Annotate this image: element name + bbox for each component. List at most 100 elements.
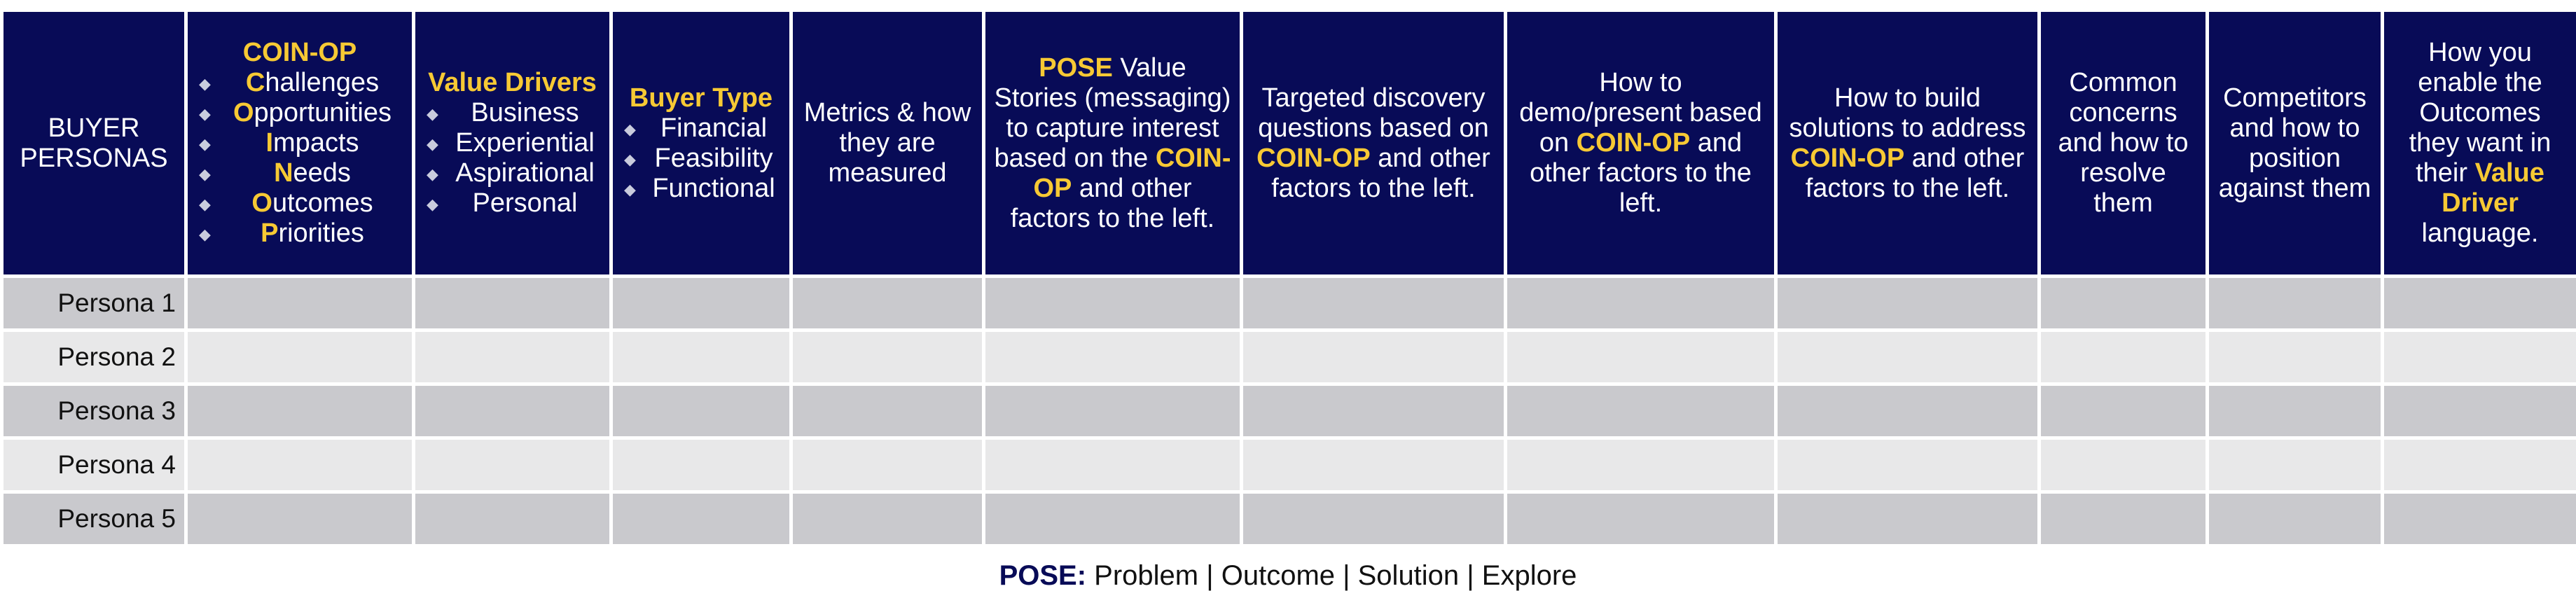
header-buyer-personas: BUYER PERSONAS [0, 8, 188, 278]
table-cell[interactable] [982, 274, 1243, 332]
table-cell[interactable] [2037, 436, 2209, 494]
table-cell[interactable] [609, 382, 793, 440]
table-cell[interactable] [1774, 490, 2041, 548]
header-competitors: Competitors and how to position against … [2205, 8, 2384, 278]
table-cell[interactable] [2205, 328, 2384, 386]
persona-label: Persona 5 [0, 490, 188, 548]
value-driver-item: Experiential [424, 128, 601, 159]
table-cell[interactable] [1504, 490, 1778, 548]
table-cell[interactable] [982, 436, 1243, 494]
table-cell[interactable] [2381, 274, 2576, 332]
buyer-persona-table: BUYER PERSONAS COIN-OP Challenges Opport… [0, 8, 2576, 548]
header-buyer-type: Buyer Type Financial Feasibility Functio… [609, 8, 793, 278]
table-cell[interactable] [1240, 436, 1507, 494]
table-cell[interactable] [789, 490, 985, 548]
table-row: Persona 5 [0, 490, 2576, 548]
table-cell[interactable] [412, 382, 613, 440]
table-cell[interactable] [1504, 274, 1778, 332]
header-demo-present: How to demo/present based on COIN-OP and… [1504, 8, 1778, 278]
header-discovery-questions: Targeted discovery questions based on CO… [1240, 8, 1507, 278]
table-cell[interactable] [609, 490, 793, 548]
table-cell[interactable] [2205, 382, 2384, 440]
value-driver-item: Personal [424, 188, 601, 219]
header-metrics: Metrics & how they are measured [789, 8, 985, 278]
table-cell[interactable] [2205, 490, 2384, 548]
table-row: Persona 1 [0, 274, 2576, 332]
table-cell[interactable] [412, 436, 613, 494]
coin-op-item: Priorities [196, 218, 403, 249]
persona-label: Persona 1 [0, 274, 188, 332]
table-cell[interactable] [1774, 436, 2041, 494]
persona-label: Persona 4 [0, 436, 188, 494]
table-cell[interactable] [982, 382, 1243, 440]
header-row: BUYER PERSONAS COIN-OP Challenges Opport… [0, 8, 2576, 278]
coin-op-item: Impacts [196, 128, 403, 159]
table-cell[interactable] [982, 328, 1243, 386]
table-cell[interactable] [184, 274, 415, 332]
buyer-type-item: Functional [621, 174, 781, 204]
table-cell[interactable] [184, 490, 415, 548]
table-cell[interactable] [609, 436, 793, 494]
table-cell[interactable] [2381, 436, 2576, 494]
table-cell[interactable] [789, 382, 985, 440]
value-driver-item: Business [424, 98, 601, 129]
pose-legend: POSE: Problem | Outcome | Solution | Exp… [0, 560, 2576, 592]
table-cell[interactable] [184, 328, 415, 386]
header-enable-outcomes: How you enable the Outcomes they want in… [2381, 8, 2576, 278]
table-cell[interactable] [982, 490, 1243, 548]
table-cell[interactable] [1774, 328, 2041, 386]
persona-label: Persona 2 [0, 328, 188, 386]
header-pose-value-stories: POSE Value Stories (messaging) to captur… [982, 8, 1243, 278]
value-driver-item: Aspirational [424, 158, 601, 189]
table-cell[interactable] [412, 490, 613, 548]
table-cell[interactable] [1240, 490, 1507, 548]
table-cell[interactable] [1504, 382, 1778, 440]
table-cell[interactable] [2205, 436, 2384, 494]
buyer-type-item: Feasibility [621, 144, 781, 174]
table-cell[interactable] [412, 274, 613, 332]
table-cell[interactable] [184, 382, 415, 440]
table-cell[interactable] [2037, 382, 2209, 440]
table-cell[interactable] [2381, 382, 2576, 440]
table-cell[interactable] [2205, 274, 2384, 332]
table-cell[interactable] [412, 328, 613, 386]
coin-op-item: Opportunities [196, 98, 403, 129]
table-cell[interactable] [789, 436, 985, 494]
pose-definition: Problem | Outcome | Solution | Explore [1086, 560, 1577, 591]
table-cell[interactable] [2381, 490, 2576, 548]
table-cell[interactable] [2037, 328, 2209, 386]
coin-op-item: Challenges [196, 68, 403, 99]
coin-op-title: COIN-OP [242, 38, 357, 67]
table-cell[interactable] [609, 328, 793, 386]
coin-op-item: Needs [196, 158, 403, 189]
buyer-type-item: Financial [621, 113, 781, 144]
header-common-concerns: Common concerns and how to resolve them [2037, 8, 2209, 278]
persona-label: Persona 3 [0, 382, 188, 440]
coin-op-list: Challenges Opportunities Impacts Needs O… [196, 68, 403, 249]
table-cell[interactable] [2381, 328, 2576, 386]
table-cell[interactable] [1504, 328, 1778, 386]
table-cell[interactable] [1774, 382, 2041, 440]
buyer-type-list: Financial Feasibility Functional [621, 113, 781, 204]
header-value-drivers: Value Drivers Business Experiential Aspi… [412, 8, 613, 278]
table-cell[interactable] [1240, 328, 1507, 386]
table-cell[interactable] [1504, 436, 1778, 494]
table-row: Persona 3 [0, 382, 2576, 440]
table-row: Persona 4 [0, 436, 2576, 494]
table-cell[interactable] [2037, 274, 2209, 332]
table-cell[interactable] [1240, 382, 1507, 440]
table-cell[interactable] [184, 436, 415, 494]
table-cell[interactable] [2037, 490, 2209, 548]
header-build-solutions: How to build solutions to address COIN-O… [1774, 8, 2041, 278]
pose-label: POSE: [999, 560, 1087, 591]
coin-op-item: Outcomes [196, 188, 403, 219]
table-cell[interactable] [789, 274, 985, 332]
table-cell[interactable] [789, 328, 985, 386]
header-coin-op: COIN-OP Challenges Opportunities Impacts… [184, 8, 415, 278]
table-cell[interactable] [1240, 274, 1507, 332]
table-cell[interactable] [1774, 274, 2041, 332]
value-drivers-title: Value Drivers [428, 68, 597, 97]
table-row: Persona 2 [0, 328, 2576, 386]
buyer-type-title: Buyer Type [629, 83, 773, 113]
table-cell[interactable] [609, 274, 793, 332]
